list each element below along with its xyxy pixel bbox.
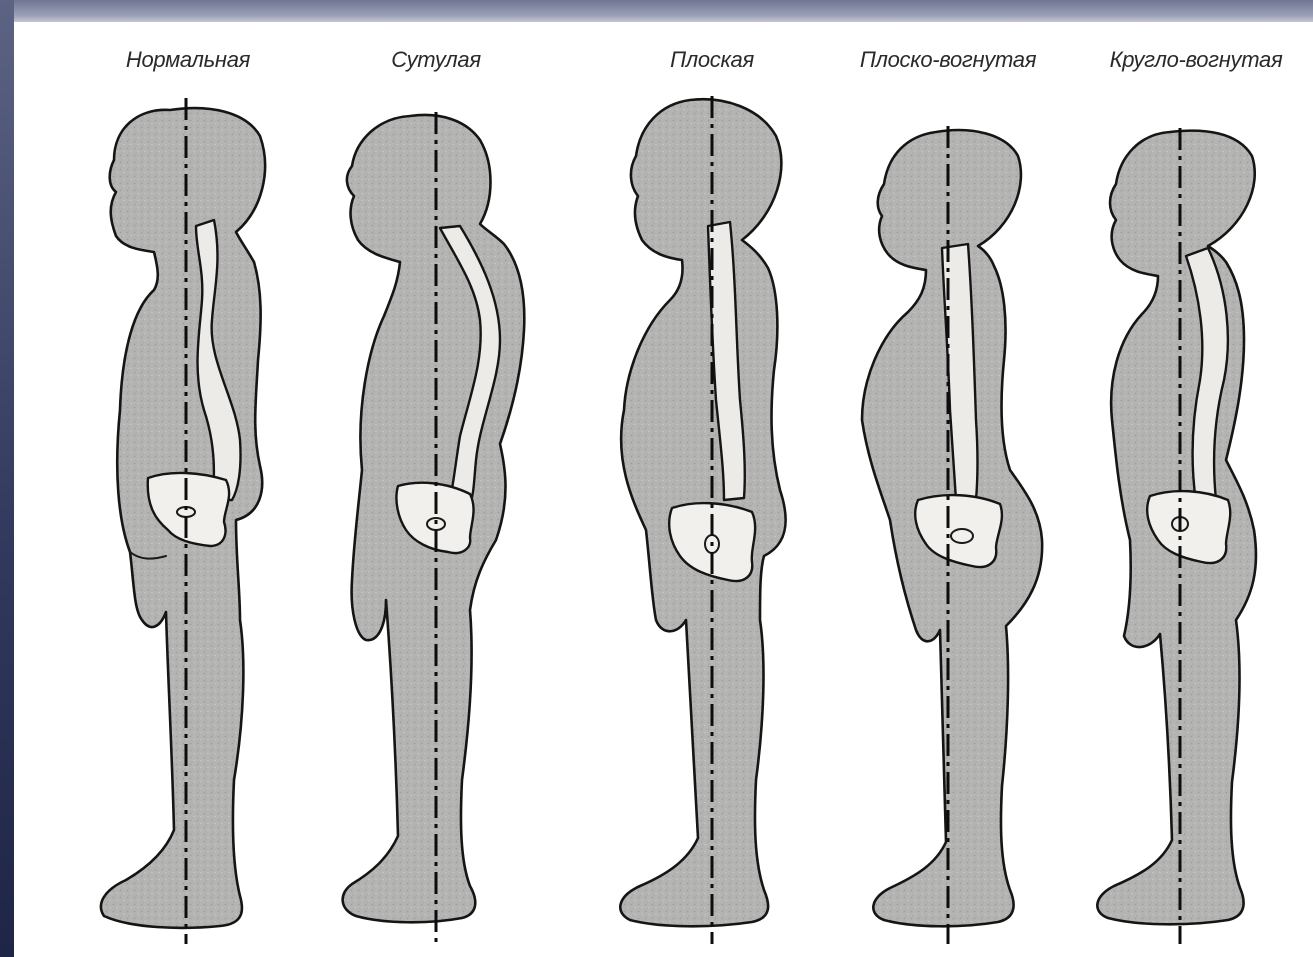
figure-normal: [101, 98, 265, 944]
figure-stooped: [343, 112, 525, 944]
figure-flat-concave: [862, 126, 1042, 944]
figure-round-concave: [1097, 128, 1256, 944]
figure-flat: [620, 96, 785, 944]
